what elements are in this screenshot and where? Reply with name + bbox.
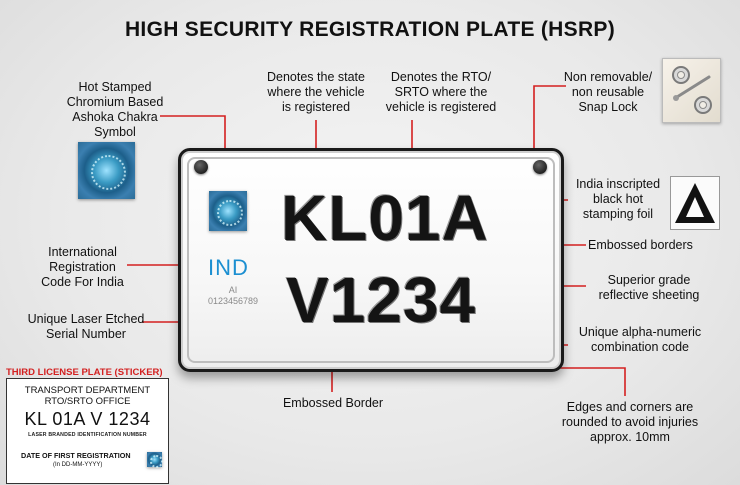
label-chakra: Hot Stamped Chromium Based Ashoka Chakra… xyxy=(66,80,164,139)
label-embossed-borders: Embossed borders xyxy=(588,238,693,252)
plate-chakra-hologram-icon xyxy=(209,191,247,231)
label-sheeting: Superior grade reflective sheeting xyxy=(598,273,700,302)
leader-snap-lock xyxy=(533,85,566,158)
third-license-plate-sticker: TRANSPORT DEPARTMENT RTO/SRTO OFFICE KL … xyxy=(6,378,169,484)
country-code: IND xyxy=(208,255,249,280)
india-foil-mark-icon xyxy=(670,176,720,230)
sticker-line-2: RTO/SRTO OFFICE xyxy=(44,396,131,407)
plate-embossed-border xyxy=(187,157,555,363)
label-foil: India inscripted black hot stamping foil xyxy=(575,177,661,221)
label-alnum: Unique alpha-numeric combination code xyxy=(578,325,702,354)
hsrp-plate: IND AI 0123456789 KL01A V1234 xyxy=(178,148,564,372)
snap-lock-rivet-icon xyxy=(662,58,721,123)
registration-line-1: KL01A xyxy=(281,182,489,254)
label-state: Denotes the state where the vehicle is r… xyxy=(267,70,365,114)
label-rto: Denotes the RTO/ SRTO where the vehicle … xyxy=(385,70,497,114)
sticker-date-format: (In DD-MM-YYYY) xyxy=(53,462,103,468)
label-edges: Edges and corners are rounded to avoid i… xyxy=(561,400,699,444)
label-snap-lock: Non removable/ non reusable Snap Lock xyxy=(563,70,653,114)
label-intl-code: International Registration Code For Indi… xyxy=(41,245,124,289)
snap-lock-hole-right xyxy=(533,160,547,174)
page-title: HIGH SECURITY REGISTRATION PLATE (HSRP) xyxy=(124,18,616,41)
sticker-heading: THIRD LICENSE PLATE (STICKER) xyxy=(6,367,163,378)
sticker-line-1: TRANSPORT DEPARTMENT xyxy=(24,385,151,396)
registration-line-2: V1234 xyxy=(286,264,477,336)
label-laser-serial: Unique Laser Etched Serial Number xyxy=(27,312,145,341)
snap-lock-hole-left xyxy=(194,160,208,174)
sticker-date-label: DATE OF FIRST REGISTRATION xyxy=(21,451,131,460)
ashoka-chakra-hologram-icon xyxy=(78,142,135,199)
laser-serial: AI 0123456789 xyxy=(207,285,259,306)
hologram-small-icon xyxy=(147,452,163,468)
sticker-laser-note: LASER BRANDED IDENTIFICATION NUMBER xyxy=(28,432,147,438)
leader-edges xyxy=(556,367,626,396)
sticker-number: KL 01A V 1234 xyxy=(24,409,151,429)
label-embossed-border: Embossed Border xyxy=(282,396,384,410)
